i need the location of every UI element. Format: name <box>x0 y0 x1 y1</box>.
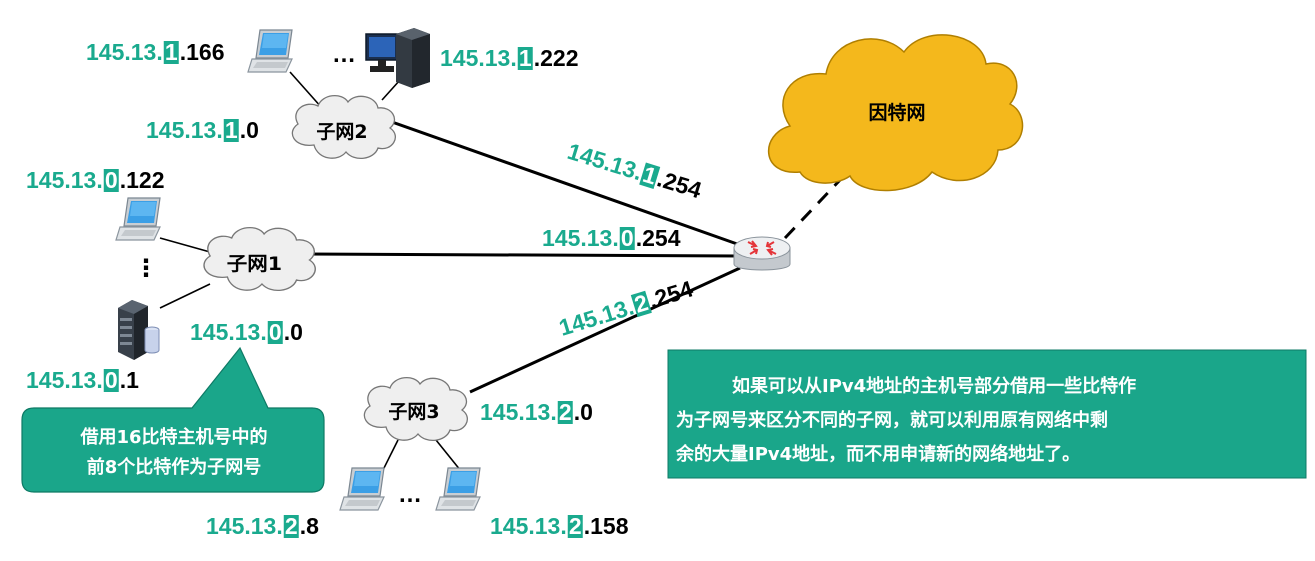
laptop-icon <box>247 29 293 73</box>
internet-label: 因特网 <box>868 102 925 124</box>
callout-line2: 前8个比特作为子网号 <box>87 456 262 478</box>
subnet-id-highlight <box>567 515 583 538</box>
ip-network-part: 145.13. <box>26 367 103 393</box>
subnet-id-highlight <box>103 169 119 192</box>
ip-host-part: .254 <box>636 225 681 251</box>
note-line2: 为子网号来区分不同的子网，就可以利用原有网络中剩 <box>676 409 1108 431</box>
link-s1-host1 <box>159 237 211 253</box>
subnet-id-highlight <box>163 41 179 64</box>
ip-subnet-part: 0 <box>105 367 118 393</box>
subnet3-cloud: 子网3 <box>363 376 469 442</box>
subnet-id-highlight <box>639 162 661 189</box>
ip-host-part: .0 <box>240 117 259 143</box>
link-router-internet <box>783 178 842 240</box>
subnet1-cloud: 子网1 <box>203 226 316 292</box>
ip-subnet-part: 1 <box>225 117 238 143</box>
ip-subnet-part: 0 <box>105 167 118 193</box>
ip-network-part: 145.13. <box>440 45 517 71</box>
subnet2-label: 子网2 <box>316 121 367 143</box>
ip-router-if0: 145.13.0.254 <box>542 225 681 251</box>
desktop-computer-icon <box>365 28 430 88</box>
link-subnet3-router <box>469 266 741 394</box>
ip-s3-host2: 145.13.2.158 <box>490 513 629 539</box>
ip-subnet-part: 1 <box>165 39 178 65</box>
ip-s3-network: 145.13.2.0 <box>480 399 593 425</box>
ip-host-part: .254 <box>654 165 705 203</box>
ip-subnet-part: 0 <box>621 225 634 251</box>
ip-network-part: 145.13. <box>26 167 103 193</box>
laptop-icon <box>435 467 481 511</box>
ip-host-part: .158 <box>584 513 629 539</box>
ip-s2-host1: 145.13.1.166 <box>86 39 225 65</box>
ip-router-if1: 145.13.1.254 <box>565 138 705 203</box>
link-s2-host1 <box>289 71 323 109</box>
ip-host-part: .0 <box>574 399 593 425</box>
vertical-ellipsis: ⋮ <box>134 254 158 282</box>
internet-cloud: 因特网 <box>767 34 1024 192</box>
ip-network-part: 145.13. <box>86 39 163 65</box>
subnet-id-highlight <box>267 321 283 344</box>
ip-network-part: 145.13. <box>146 117 223 143</box>
subnet-id-highlight <box>557 401 573 424</box>
server-icon <box>118 300 160 360</box>
link-subnet1-router <box>304 252 741 258</box>
ip-s2-network: 145.13.1.0 <box>146 117 259 143</box>
ip-s2-host2: 145.13.1.222 <box>440 45 579 71</box>
ip-s1-host2: 145.13.0.1 <box>26 367 139 393</box>
ip-host-part: .1 <box>120 367 139 393</box>
ip-subnet-part: 1 <box>519 45 532 71</box>
subnet2-cloud: 子网2 <box>291 94 397 160</box>
subnet-id-highlight <box>630 290 652 318</box>
ip-network-part: 145.13. <box>480 399 557 425</box>
subnet1-label: 子网1 <box>227 253 282 275</box>
ip-host-part: .122 <box>120 167 165 193</box>
ip-host-part: .166 <box>180 39 225 65</box>
ip-host-part: .0 <box>284 319 303 345</box>
ip-network-part: 145.13. <box>542 225 619 251</box>
ip-router-if2: 145.13.2.254 <box>556 275 696 340</box>
ip-s1-network: 145.13.0.0 <box>190 319 303 345</box>
laptop-icon <box>339 467 385 511</box>
ellipsis: … <box>332 41 356 68</box>
ip-subnet-part: 0 <box>269 319 282 345</box>
subnet-id-highlight <box>223 119 239 142</box>
ip-subnet-part: 2 <box>569 513 582 539</box>
laptop-icon <box>115 197 161 241</box>
callout: 借用16比特主机号中的 前8个比特作为子网号 <box>21 346 325 493</box>
callout-line1: 借用16比特主机号中的 <box>79 426 267 448</box>
ip-network-part: 145.13. <box>206 513 283 539</box>
note-box: 如果可以从IPv4地址的主机号部分借用一些比特作 为子网号来区分不同的子网，就可… <box>667 349 1307 479</box>
subnet-id-highlight <box>619 227 635 250</box>
router-icon <box>733 236 791 271</box>
ip-host-part: .222 <box>534 45 579 71</box>
ip-network-part: 145.13. <box>490 513 567 539</box>
ellipsis: … <box>398 481 422 508</box>
ip-s3-host1: 145.13.2.8 <box>206 513 319 539</box>
link-subnet2-router <box>391 120 741 247</box>
subnet-id-highlight <box>103 369 119 392</box>
subnet-id-highlight <box>517 47 533 70</box>
ip-host-part: .254 <box>646 275 697 313</box>
note-line1: 如果可以从IPv4地址的主机号部分借用一些比特作 <box>732 375 1136 397</box>
ip-network-part: 145.13. <box>190 319 267 345</box>
subnet-id-highlight <box>283 515 299 538</box>
ip-s1-host1: 145.13.0.122 <box>26 167 165 193</box>
link-s1-host2 <box>159 283 211 309</box>
ip-host-part: .8 <box>300 513 319 539</box>
note-line3: 余的大量IPv4地址，而不用申请新的网络地址了。 <box>675 443 1080 465</box>
ip-subnet-part: 2 <box>559 399 572 425</box>
ip-subnet-part: 2 <box>285 513 298 539</box>
ip-network-part: 145.13. <box>565 138 646 185</box>
link-s2-host2 <box>381 79 401 101</box>
connection-lines <box>304 120 842 394</box>
subnet3-label: 子网3 <box>388 401 439 423</box>
